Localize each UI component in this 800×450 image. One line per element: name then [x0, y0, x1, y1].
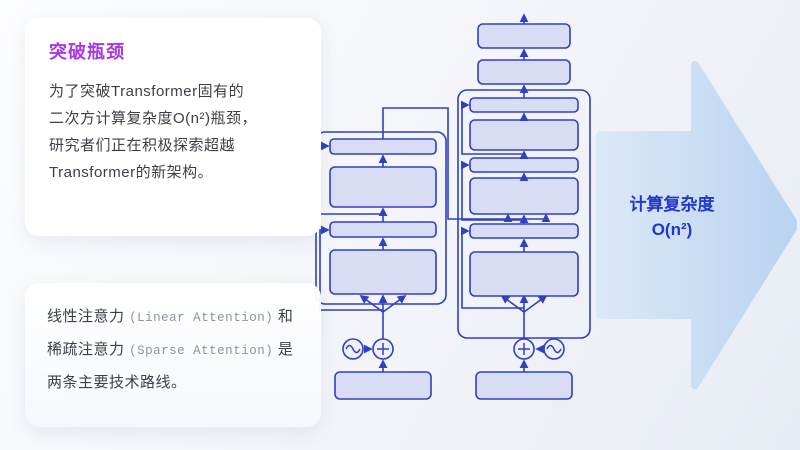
complexity-arrow — [596, 61, 797, 389]
right-arrow-shape — [596, 61, 797, 389]
decoder-residual-3 — [460, 100, 524, 155]
decoder-add-norm-box-3 — [469, 97, 579, 113]
routes-en-text: (Linear Attention) — [129, 311, 274, 325]
complexity-label: 计算复杂度 O(n²) — [596, 192, 748, 242]
decoder-residual-1 — [460, 226, 524, 309]
complexity-label-line2: O(n²) — [651, 220, 693, 239]
intro-text-line: 研究者们正在积极探索超越 — [49, 137, 236, 154]
intro-text-line: Transformer的新架构。 — [49, 164, 214, 181]
decoder-feed-forward-box — [469, 119, 579, 151]
decoder-add-norm-box-1 — [469, 223, 579, 239]
decoder-residual-2 — [460, 160, 524, 221]
encoder-add-norm-box-2 — [329, 138, 437, 155]
transformer-diagram — [315, 13, 591, 400]
intro-card: 突破瓶颈 为了突破Transformer固有的 二次方计算复杂度O(n²)瓶颈，… — [25, 18, 321, 236]
encoder-to-decoder-route — [382, 107, 546, 220]
routes-zh-text: 两条主要技术路线。 — [47, 374, 187, 391]
sine-glyph-decoder — [546, 344, 562, 354]
encoder-feed-forward-box — [329, 166, 437, 208]
complexity-label-line1: 计算复杂度 — [629, 195, 715, 214]
decoder-stack — [457, 13, 591, 400]
input-embedding-box — [334, 371, 432, 400]
linear-box — [477, 59, 571, 85]
intro-text-line: 二次方计算复杂度O(n²)瓶颈， — [49, 110, 257, 127]
decoder-add-norm-box-2 — [469, 157, 579, 173]
output-embedding-box — [475, 371, 573, 400]
routes-text-line: 线性注意力 (Linear Attention) 和 — [47, 301, 299, 334]
routes-card: 线性注意力 (Linear Attention) 和 稀疏注意力 (Sparse… — [25, 283, 321, 427]
routes-text-line: 两条主要技术路线。 — [47, 367, 299, 398]
cross-attention-box — [469, 177, 579, 215]
plus-glyph-decoder — [518, 343, 530, 355]
routes-zh-text: 稀疏注意力 — [47, 341, 130, 358]
masked-attention-box — [469, 251, 579, 297]
routes-zh-text: 和 — [273, 308, 294, 325]
encoder-residual-1 — [319, 225, 383, 311]
routes-en-text: (Sparse Attention) — [129, 344, 274, 358]
encoder-add-norm-box-1 — [329, 221, 437, 238]
sine-glyph — [345, 344, 361, 354]
routes-zh-text: 是 — [273, 341, 294, 358]
routes-zh-text: 线性注意力 — [47, 308, 130, 325]
card-title: 突破瓶颈 — [49, 42, 125, 62]
softmax-box — [477, 23, 571, 49]
routes-text-line: 稀疏注意力 (Sparse Attention) 是 — [47, 334, 299, 367]
encoder-self-attention-box — [329, 249, 437, 295]
intro-text-line: 为了突破Transformer固有的 — [49, 83, 245, 100]
plus-glyph — [377, 343, 389, 355]
